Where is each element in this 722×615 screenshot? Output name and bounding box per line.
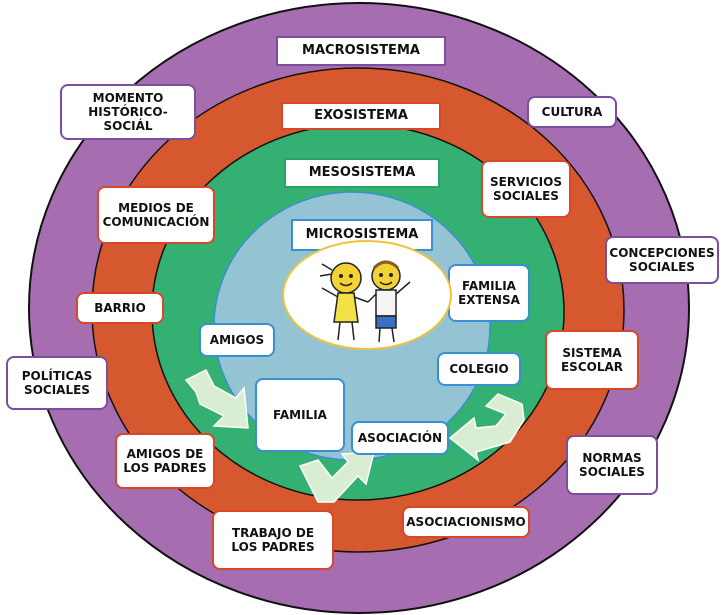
left-arrow-icon (184, 368, 249, 429)
label-trabajo-de-los-padres: TRABAJO DE LOS PADRES (212, 510, 334, 570)
macrosistema-title: MACROSISTEMA (276, 36, 446, 66)
label-asociacion: ASOCIACIÓN (351, 421, 449, 455)
label-momento-historico: MOMENTO HISTÓRICO-SOCIÁL (60, 84, 196, 140)
label-asociacionismo: ASOCIACIONISMO (402, 506, 530, 538)
exosistema-title: EXOSISTEMA (281, 102, 441, 130)
label-medios-comunicacion: MEDIOS DE COMUNICACIÓN (97, 186, 215, 244)
label-familia: FAMILIA (255, 378, 345, 452)
mesosistema-title: MESOSISTEMA (284, 158, 440, 188)
label-cultura: CULTURA (527, 96, 617, 128)
children-drawing-icon (319, 260, 411, 343)
right-arrow-icon (448, 393, 525, 462)
label-concepciones-sociales: CONCEPCIONES SOCIALES (605, 236, 719, 284)
label-normas-sociales: NORMAS SOCIALES (566, 435, 658, 495)
label-amigos-de-los-padres: AMIGOS DE LOS PADRES (115, 433, 215, 489)
label-politicas-sociales: POLÍTICAS SOCIALES (6, 356, 108, 410)
label-familia-extensa: FAMILIA EXTENSA (448, 264, 530, 322)
label-servicios-sociales: SERVICIOS SOCIALES (481, 160, 571, 218)
label-sistema-escolar: SISTEMA ESCOLAR (545, 330, 639, 390)
label-barrio: BARRIO (76, 292, 164, 324)
label-colegio: COLEGIO (437, 352, 521, 386)
children-illustration (282, 240, 452, 350)
label-amigos: AMIGOS (199, 323, 275, 357)
